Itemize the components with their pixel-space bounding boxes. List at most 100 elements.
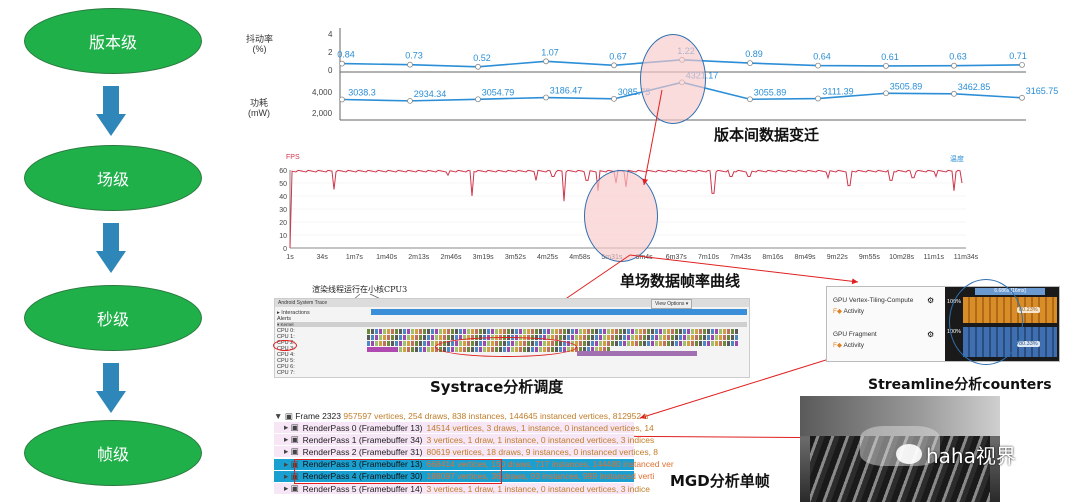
mgd-frame-row[interactable]: ▼ ▣ Frame 2323 957597 vertices, 254 draw…	[274, 411, 649, 421]
cpu-slice	[411, 335, 414, 340]
cpu-slice	[435, 335, 438, 340]
power-data-label: 3462.85	[958, 82, 991, 92]
renderpass-name: RenderPass 3 (Framebuffer 13)	[302, 459, 423, 470]
fps-x-tick: 11m1s	[924, 254, 945, 261]
cpu-slice	[639, 335, 642, 340]
renderpass-row[interactable]: ▸ ▣RenderPass 4 (Framebuffer 30)188097 v…	[274, 470, 654, 482]
cpu-slice	[403, 347, 406, 352]
level-second: 秒级	[24, 285, 202, 351]
cpu-slice	[411, 329, 414, 334]
renderpass-row[interactable]: ▸ ▣RenderPass 2 (Framebuffer 31)80619 ve…	[274, 446, 658, 458]
renderpass-expand-icon[interactable]: ▸ ▣	[284, 483, 299, 493]
cpu-slice	[559, 335, 562, 340]
fps-caption: 单场数据帧率曲线	[620, 272, 741, 290]
interactions-label: Interactions	[281, 310, 310, 316]
cpu-slice	[595, 341, 598, 346]
cpu-slice	[595, 347, 598, 352]
cpu-slice	[723, 335, 726, 340]
systrace-titlebar: Android System Trace View Options ▾	[275, 299, 749, 309]
cpu-slice	[399, 347, 402, 352]
cpu-slice	[715, 341, 718, 346]
fps-label: FPS	[286, 154, 300, 161]
cpu-slice	[695, 329, 698, 334]
cpu-slice	[375, 329, 378, 334]
power-point	[951, 90, 957, 97]
gear-icon[interactable]: ⚙	[927, 296, 935, 305]
renderpass-expand-icon[interactable]: ▸ ▣	[284, 458, 299, 469]
cpu-slice	[667, 329, 670, 334]
cpu-slice	[707, 335, 710, 340]
jank-point	[951, 62, 957, 69]
cpu-slice	[507, 329, 510, 334]
cpu-slice	[367, 347, 397, 352]
cpu-slice	[419, 335, 422, 340]
fps-x-tick: 7m43s	[730, 254, 752, 261]
cpu-slice	[675, 329, 678, 334]
cpu-slice	[499, 329, 502, 334]
view-options-button[interactable]: View Options ▾	[651, 299, 693, 309]
cpu-slice	[615, 329, 618, 334]
cpu-slice	[687, 329, 690, 334]
fps-y-tick: 30	[279, 207, 287, 214]
mgd-caption: MGD分析单帧	[670, 472, 770, 490]
cpu-slice	[407, 329, 410, 334]
cpu-slice	[715, 335, 718, 340]
power-axis-label: 功耗 (mW)	[248, 98, 270, 118]
cpu-slice	[551, 335, 554, 340]
cpu-slice	[431, 347, 434, 352]
power-point	[407, 97, 413, 104]
cpu-slice	[655, 329, 658, 334]
renderpass-row[interactable]: ▸ ▣RenderPass 0 (Framebuffer 13)14514 ve…	[274, 422, 654, 433]
cpu-slice	[423, 329, 426, 334]
cpu-slice	[439, 329, 442, 334]
cpu-slice	[567, 335, 570, 340]
cpu-slice	[651, 329, 654, 334]
cpu-slice	[423, 347, 426, 352]
cpu-slice	[395, 329, 398, 334]
renderpass-stats: 3 vertices, 1 draw, 1 instance, 0 instan…	[426, 483, 650, 494]
renderpass-expand-icon[interactable]: ▸ ▣	[284, 434, 299, 445]
cpu-slice	[679, 341, 682, 346]
cpu-slice	[367, 341, 370, 346]
renderpass-row[interactable]: ▸ ▣RenderPass 1 (Framebuffer 34)3 vertic…	[274, 434, 654, 446]
renderpass-row[interactable]: ▸ ▣RenderPass 5 (Framebuffer 14)3 vertic…	[274, 483, 650, 494]
kernel-label: Kernel	[280, 322, 294, 327]
cpu-slice	[439, 335, 442, 340]
cpu-slice	[643, 341, 646, 346]
cpu-slice	[375, 341, 378, 346]
cpu-slice	[707, 341, 710, 346]
renderpass-expand-icon[interactable]: ▸ ▣	[284, 446, 299, 457]
cpu-label: CPU 5:	[277, 358, 295, 364]
renderpass-row[interactable]: ▸ ▣RenderPass 3 (Framebuffer 13)668414 v…	[274, 458, 674, 470]
cpu-slice	[459, 329, 462, 334]
cpu-slice	[635, 335, 638, 340]
cpu-slice	[519, 329, 522, 334]
cpu-slice	[371, 341, 374, 346]
jank-point	[815, 62, 821, 69]
renderpass-name: RenderPass 1 (Framebuffer 34)	[302, 434, 423, 445]
cpu-slice	[451, 335, 454, 340]
cpu-slice	[687, 341, 690, 346]
cpu-slice	[383, 341, 386, 346]
cpu-slice	[695, 341, 698, 346]
cpu-slice	[555, 335, 558, 340]
cpu-slice	[487, 329, 490, 334]
cpu-slice	[635, 329, 638, 334]
renderpass-expand-icon[interactable]: ▸ ▣	[284, 422, 299, 432]
cpu-slice	[671, 329, 674, 334]
gear-icon[interactable]: ⚙	[927, 330, 935, 339]
power-data-label: 3186.47	[550, 86, 583, 96]
jank-data-label: 0.89	[745, 49, 763, 59]
cpu-slice	[415, 335, 418, 340]
cpu-slice	[603, 335, 606, 340]
cpu-slice	[577, 351, 697, 356]
cpu-slice	[611, 341, 614, 346]
cpu-slice	[551, 329, 554, 334]
renderpass-stats: 188097 vertices, 36 draws, 93 instances,…	[426, 471, 655, 482]
wechat-icon	[896, 444, 922, 464]
cpu-slice	[719, 335, 722, 340]
renderpass-expand-icon[interactable]: ▸ ▣	[284, 470, 299, 481]
systrace-annotation: 渲染线程运行在小核CPU3	[312, 285, 408, 294]
fps-y-tick: 10	[279, 233, 287, 240]
down-arrow-icon	[96, 363, 126, 415]
